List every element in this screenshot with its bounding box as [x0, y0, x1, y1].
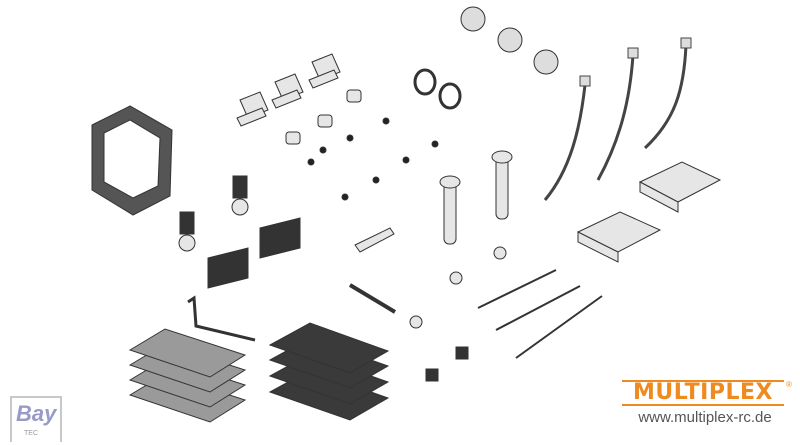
multiplex-logo: MULTIPLEX ® www.multiplex-rc.de — [622, 380, 798, 427]
hinges — [576, 161, 722, 263]
quick-link — [348, 227, 397, 314]
cable-ties — [543, 37, 692, 201]
nuts — [409, 246, 507, 382]
dark-sheets — [268, 322, 390, 421]
brand-row: MULTIPLEX ® — [622, 380, 798, 406]
wheel-collars — [285, 89, 362, 145]
baytec-watermark: Bay TEC — [10, 396, 62, 442]
o-rings — [413, 68, 462, 110]
horn-connectors — [178, 175, 249, 252]
light-sheets — [128, 328, 247, 423]
adhesive-pads — [207, 217, 301, 289]
clevises — [236, 53, 341, 127]
hex-key — [187, 295, 256, 342]
rubber-frame — [91, 105, 173, 216]
balls — [460, 6, 559, 75]
watermark-name: Bay — [16, 401, 57, 426]
small-screws — [307, 117, 439, 201]
registered-mark: ® — [786, 380, 792, 389]
pushrods — [477, 269, 603, 359]
watermark-sub: TEC — [24, 430, 38, 437]
brand-url: www.multiplex-rc.de — [638, 409, 772, 426]
wing-pins — [439, 150, 513, 245]
brand-name: MULTIPLEX — [622, 380, 784, 406]
